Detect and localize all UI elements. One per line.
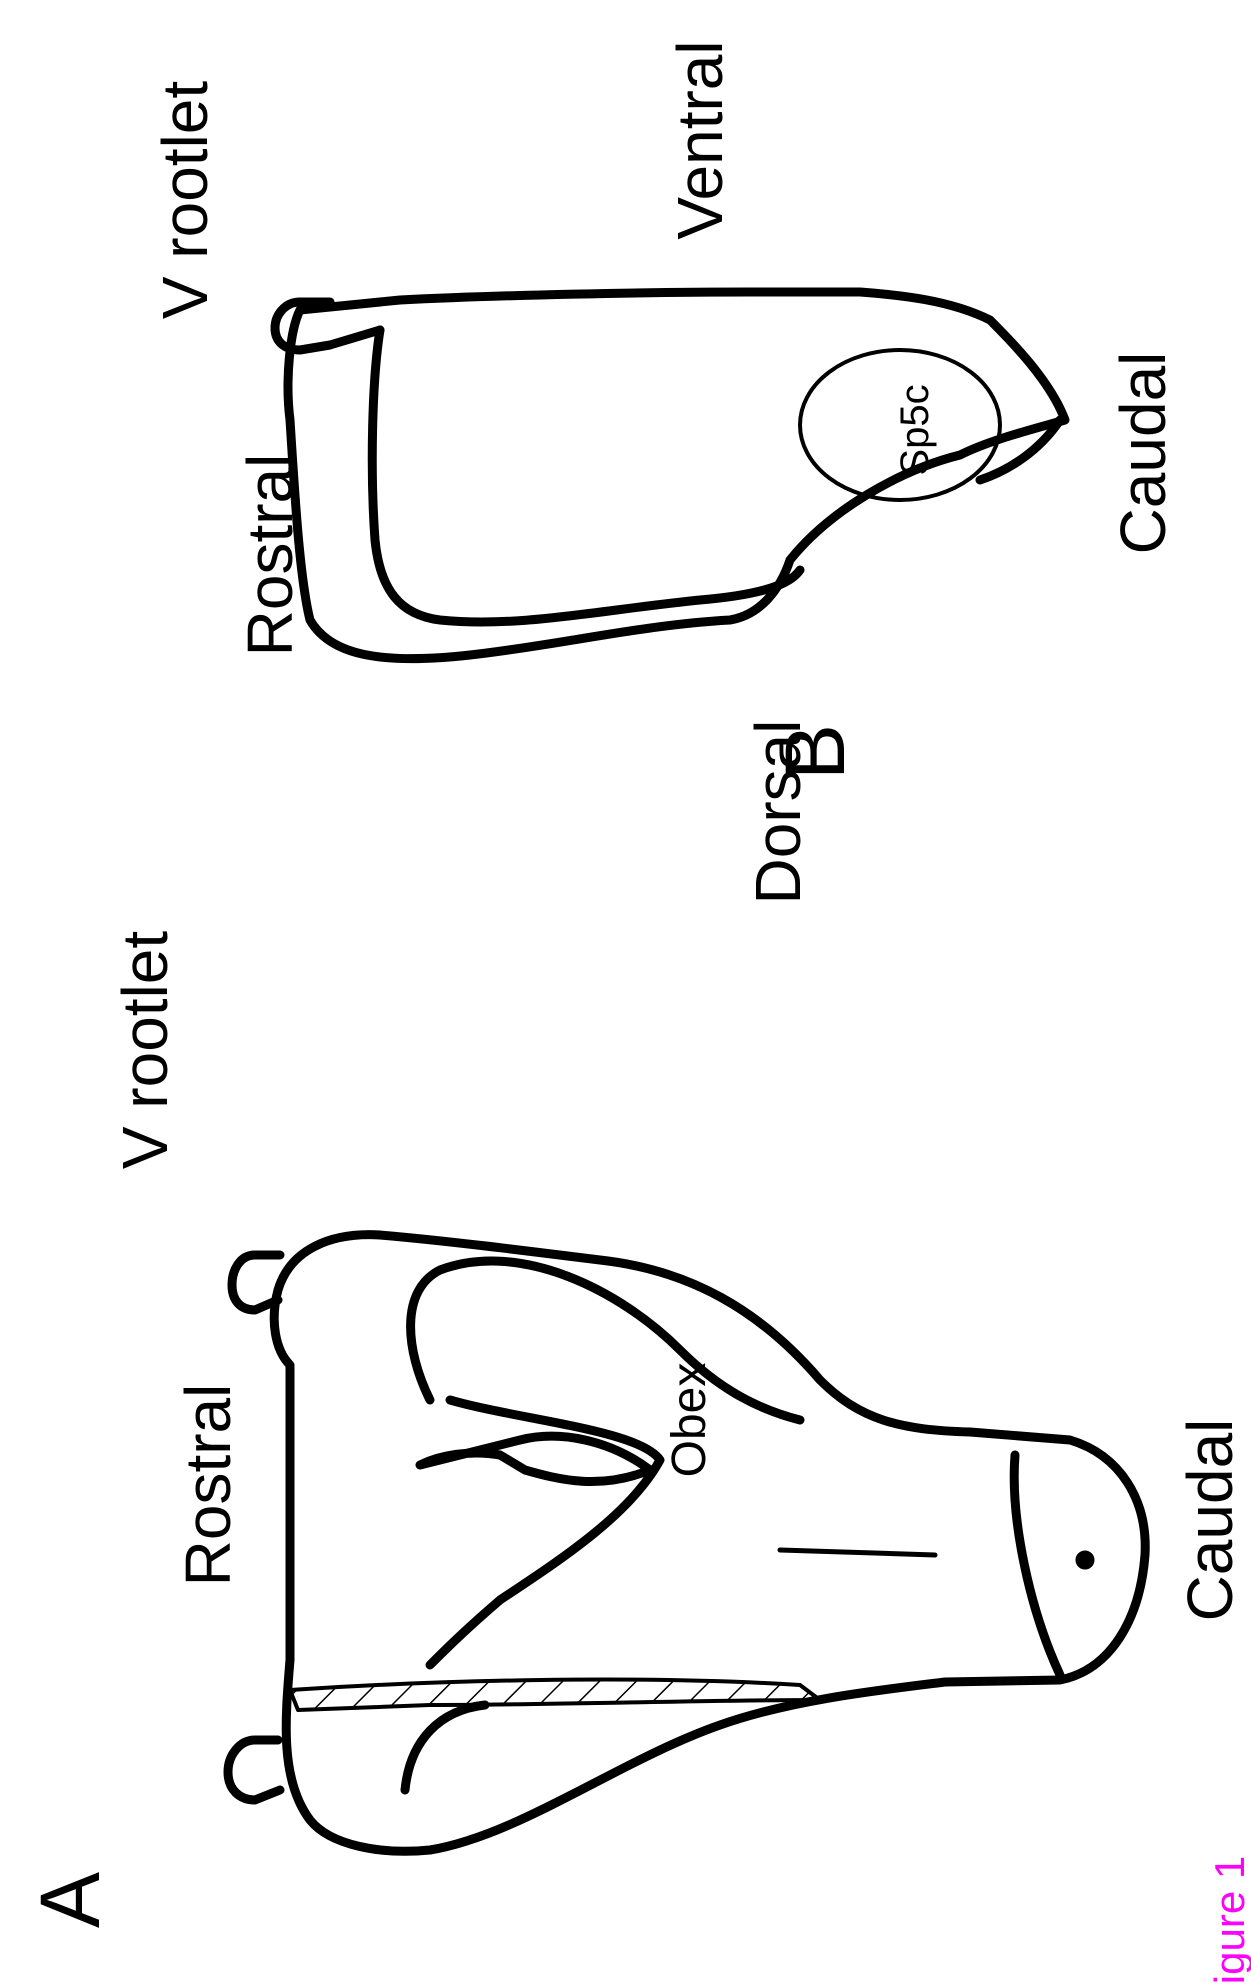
panel-a-central-canal (1080, 1555, 1090, 1565)
panel-b-inner-outline (372, 330, 800, 622)
panel-a-label-obex: Obex (666, 1363, 714, 1478)
panel-a-outline (274, 1235, 1145, 1852)
panel-a-label-caudal: Caudal (1178, 1419, 1242, 1622)
panel-a-rootlet-bottom (228, 1740, 280, 1800)
panel-a-letter: A (28, 1872, 112, 1928)
panel-b-label-sp5c: Sp5c (895, 384, 935, 475)
panel-a-median-line (780, 1550, 935, 1555)
panel-a-label-rostral: Rostral (176, 1384, 240, 1587)
panel-b-label-rostral: Rostral (238, 454, 302, 657)
panel-a-inner-lower (405, 1705, 485, 1790)
panel-a-inner-right (411, 1261, 800, 1420)
panel-b-label-dorsal: Dorsal (746, 720, 810, 905)
panel-b-label-caudal: Caudal (1111, 352, 1175, 555)
panel-a-obex-notch (420, 1436, 650, 1481)
panel-a-hatched-tract (290, 1680, 820, 1710)
panel-b-label-v-rootlet: V rootlet (153, 81, 217, 319)
panel-b-label-ventral: Ventral (668, 40, 732, 239)
panel-a-rootlet-top (232, 1255, 280, 1310)
panel-a-label-v-rootlet: V rootlet (113, 931, 177, 1169)
panel-b-drawing (275, 292, 1065, 659)
panel-a-drawing (228, 1235, 1145, 1852)
panel-a-caudal-lobe (1014, 1455, 1060, 1675)
